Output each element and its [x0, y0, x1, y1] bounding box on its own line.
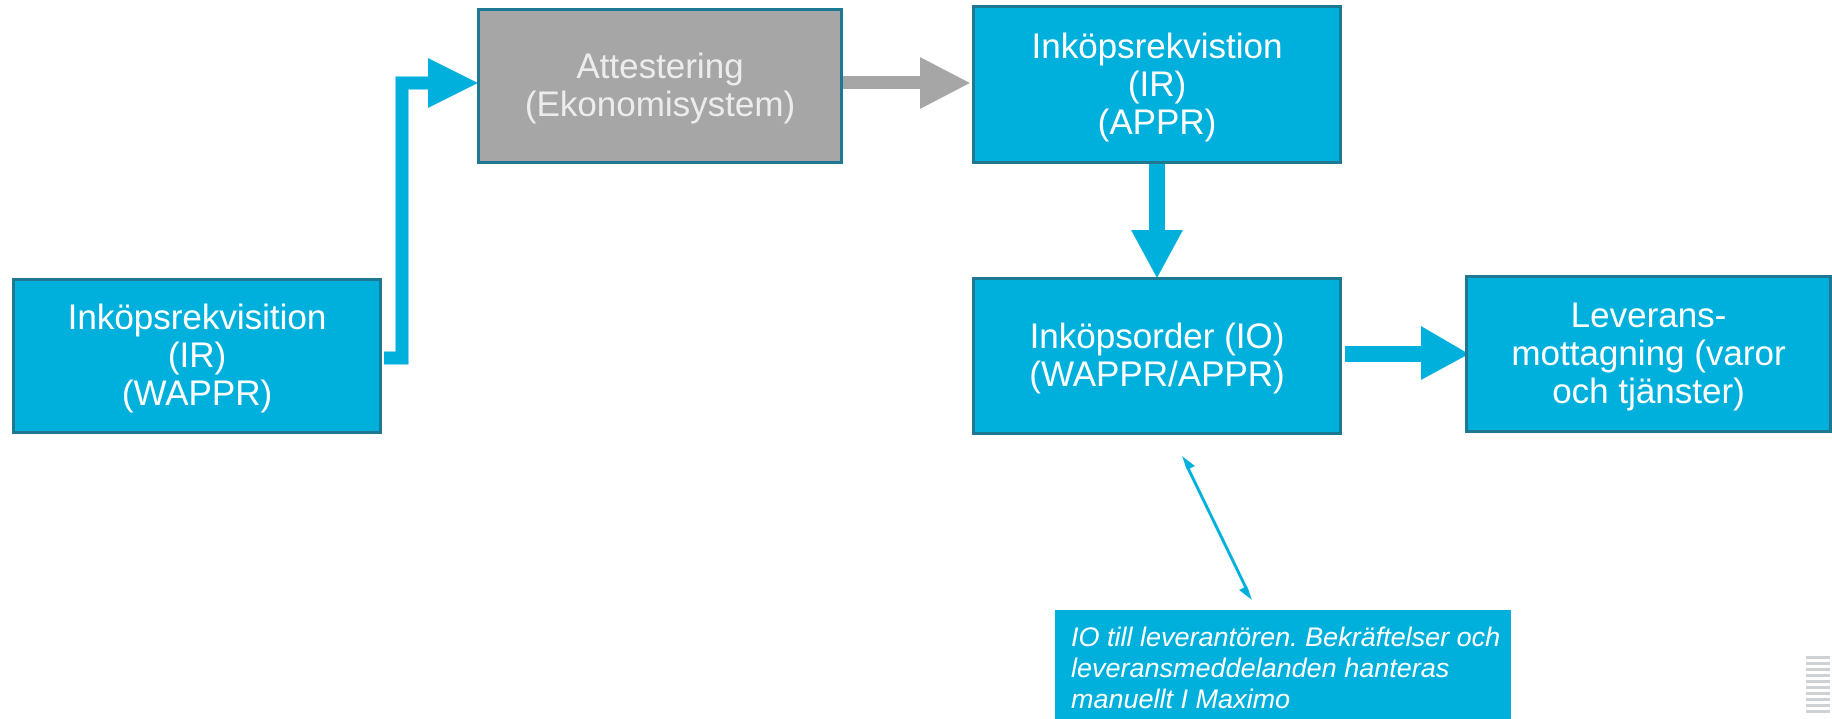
- node-ir-wappr-line-2: (IR): [167, 336, 227, 375]
- node-attestering-label: Attestering (Ekonomisystem): [525, 48, 795, 124]
- node-attestering-line-2: (Ekonomisystem): [524, 85, 796, 124]
- node-leverans-label: Leverans- mottagning (varor och tjänster…: [1511, 297, 1785, 411]
- note-io-to-supplier: IO till leverantören. Bekräftelser och l…: [1055, 610, 1511, 719]
- node-ir-appr-line-1: Inköpsrekvistion: [1031, 26, 1283, 66]
- note-line-2: leveransmeddelanden hanteras: [1071, 653, 1450, 683]
- node-ir-appr-line-3: (APPR): [1097, 102, 1217, 142]
- node-io-line-1: Inköpsorder (IO): [1029, 317, 1285, 356]
- node-io-line-2: (WAPPR/APPR): [1029, 355, 1285, 394]
- node-io-label: Inköpsorder (IO) (WAPPR/APPR): [1029, 318, 1284, 394]
- node-attestering-line-1: Attestering: [576, 47, 744, 86]
- edge-ir-appr-to-io: [1131, 162, 1183, 278]
- node-ir-wappr-line-1: Inköpsrekvisition: [67, 298, 327, 337]
- node-leverans-line-2: mottagning (varor: [1511, 334, 1786, 373]
- node-ir-wappr-label: Inköpsrekvisition (IR) (WAPPR): [68, 299, 327, 413]
- node-leverans-line-1: Leverans-: [1570, 296, 1727, 335]
- node-ir-appr-label: Inköpsrekvistion (IR) (APPR): [1031, 26, 1283, 142]
- note-line-3: manuellt I Maximo: [1071, 684, 1291, 714]
- node-ir-wappr: Inköpsrekvisition (IR) (WAPPR): [12, 278, 382, 434]
- edge-ir-wappr-to-attestering: [384, 58, 478, 365]
- node-leverans-line-3: och tjänster): [1552, 372, 1745, 411]
- node-ir-appr: Inköpsrekvistion (IR) (APPR): [972, 5, 1342, 164]
- node-io: Inköpsorder (IO) (WAPPR/APPR): [972, 277, 1342, 435]
- node-attestering: Attestering (Ekonomisystem): [477, 8, 843, 164]
- node-leverans: Leverans- mottagning (varor och tjänster…: [1465, 275, 1832, 433]
- note-line-1: IO till leverantören. Bekräftelser och: [1071, 622, 1501, 652]
- edge-io-to-note: [1182, 456, 1252, 600]
- edge-io-to-leverans: [1345, 326, 1469, 380]
- node-ir-wappr-line-3: (WAPPR): [121, 374, 273, 413]
- edge-attestering-to-ir-appr: [843, 57, 970, 109]
- node-ir-appr-line-2: (IR): [1127, 64, 1187, 104]
- ibm-logo-icon: [1806, 656, 1830, 715]
